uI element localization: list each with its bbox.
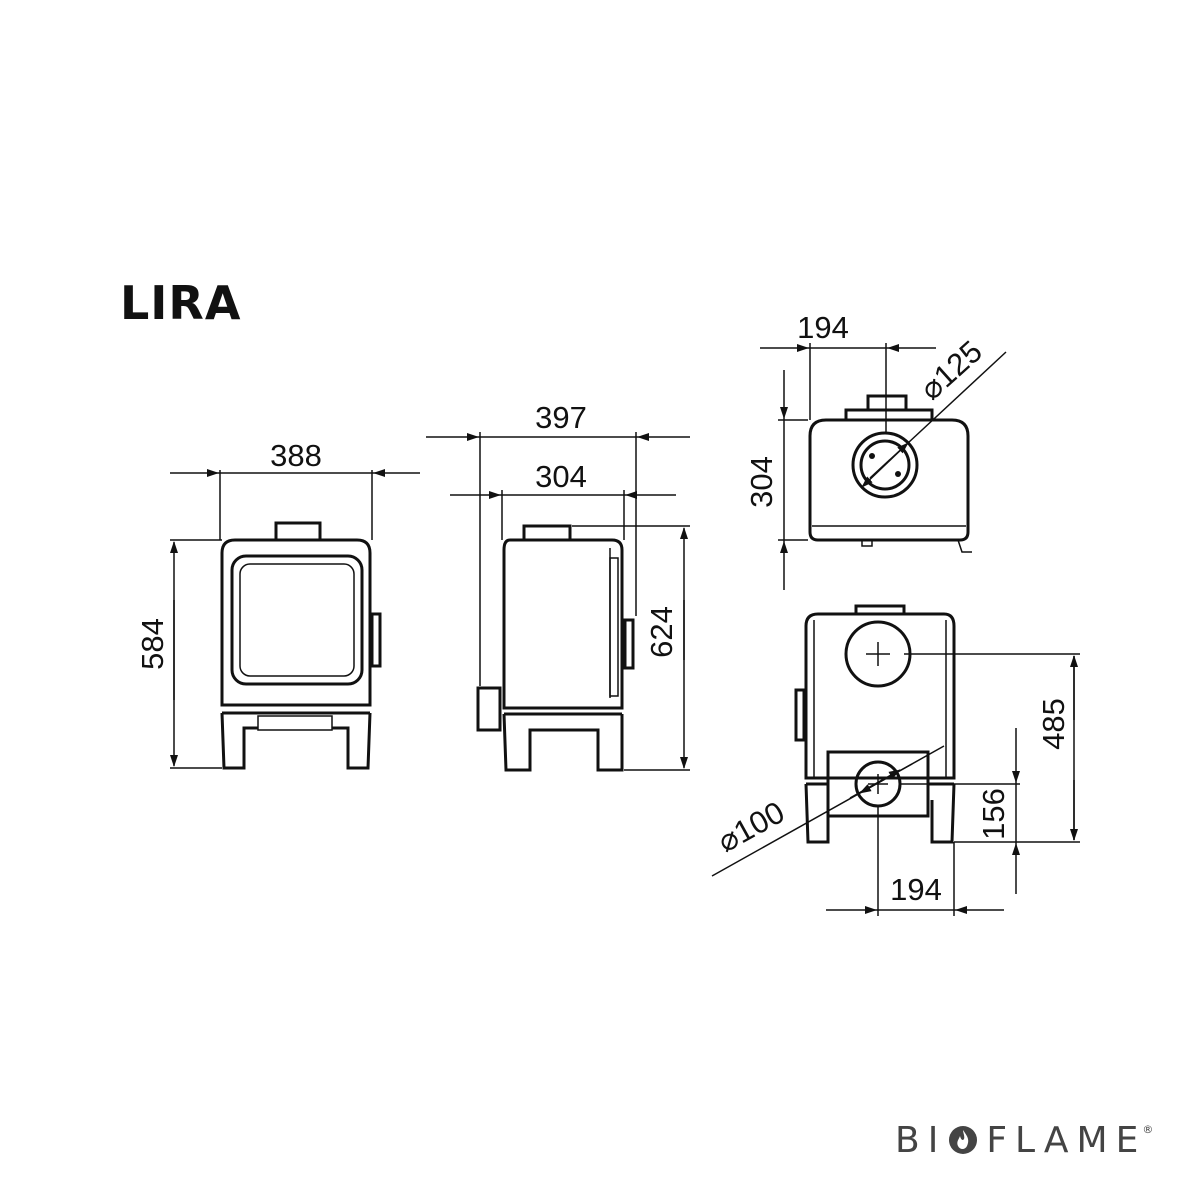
front-view: 388 584 [135,438,420,770]
side-view: 397 304 624 [426,400,690,772]
brand-text-left: BI [895,1119,947,1161]
side-depth-body-label: 304 [535,459,587,494]
rear-view: 485 156 194 ⌀100 [711,604,1080,916]
registered-mark: ® [1142,1122,1154,1136]
rear-lower-diameter-label: ⌀100 [712,794,791,859]
rear-lower-height-label: 156 [976,788,1011,840]
flame-logo-icon [949,1126,978,1154]
top-depth-label: 304 [744,456,779,508]
front-width-label: 388 [270,438,322,473]
side-depth-total-label: 397 [535,400,587,435]
rear-outlet-height-label: 485 [1036,698,1071,750]
top-flue-diameter-label: ⌀125 [913,334,989,407]
rear-lower-offset-label: 194 [890,872,942,907]
brand-text-right: FLAME [986,1119,1147,1161]
top-view: 194 ⌀125 304 [744,310,1007,590]
brand-logo: BI FLAME ® [895,1118,1153,1162]
side-height-label: 624 [644,606,679,658]
front-height-label: 584 [135,618,170,670]
product-title: LIRA [120,276,242,330]
top-offset-label: 194 [797,310,849,345]
